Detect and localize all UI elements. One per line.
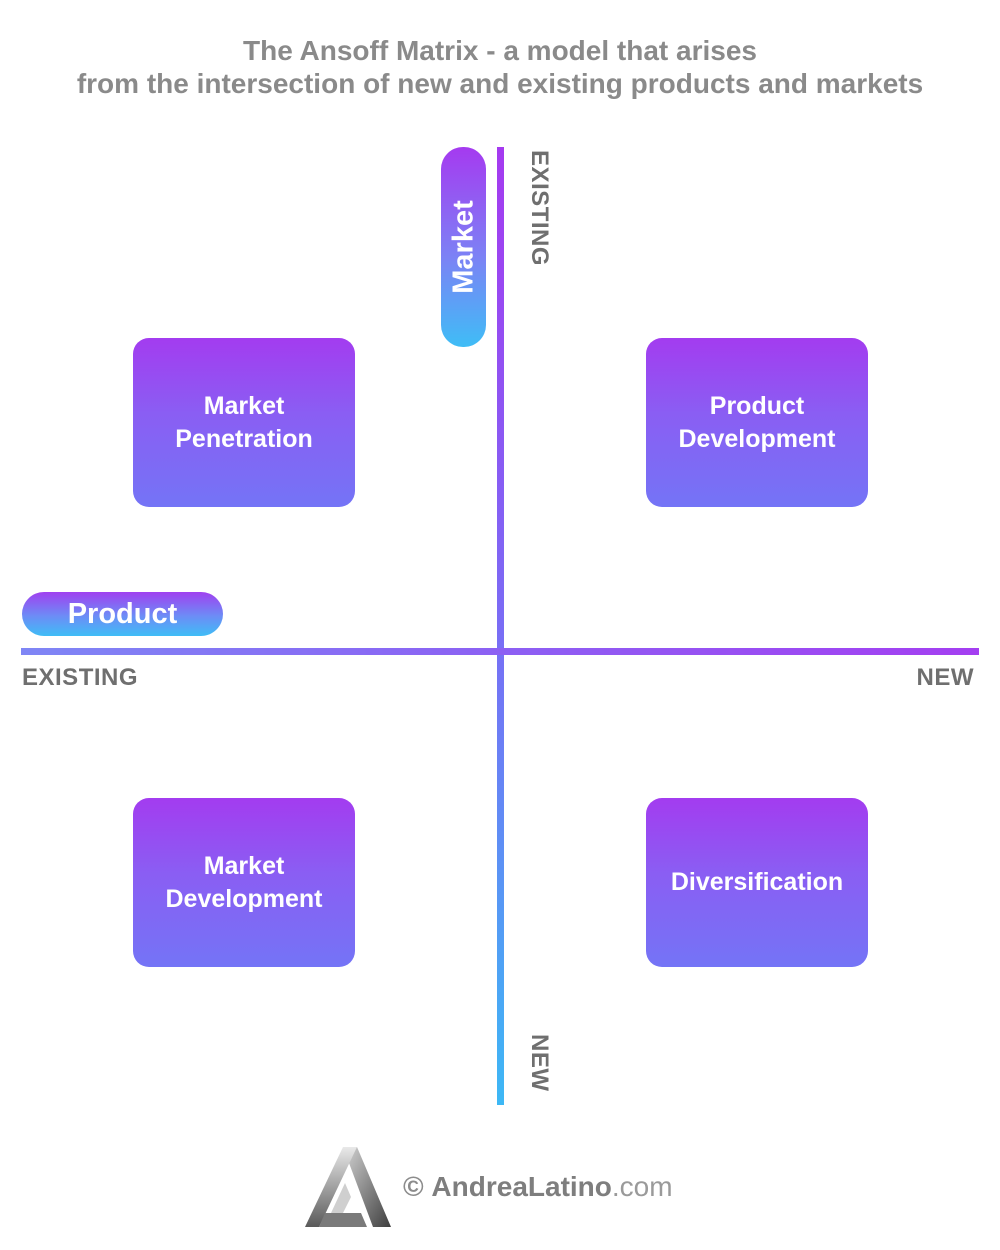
title-line-2: from the intersection of new and existin… [76, 68, 924, 99]
quadrant-market-development: Market Development [133, 798, 355, 967]
product-axis-pill: Product [22, 592, 223, 636]
market-new-label: NEW [526, 1034, 553, 1092]
horizontal-axis-product [21, 648, 979, 655]
product-axis-label: Product [67, 597, 178, 630]
quadrant-label-line: Product [709, 391, 805, 420]
footer-brand: AndreaLatino [431, 1171, 612, 1202]
product-existing-label: EXISTING [22, 664, 139, 691]
market-axis-pill: Market [441, 147, 486, 347]
copyright-symbol: © [403, 1171, 424, 1202]
quadrant-label-line: Market [203, 851, 285, 880]
page-title: The Ansoff Matrix - a model that arises … [0, 34, 1000, 100]
market-existing-label: EXISTING [526, 150, 553, 267]
triangle-a-logo-icon [305, 1147, 391, 1227]
product-new-label: NEW [916, 664, 974, 691]
quadrant-label-line: Development [165, 884, 323, 913]
quadrant-label-line: Diversification [670, 868, 844, 896]
footer-copyright: © AndreaLatino.com [403, 1171, 673, 1203]
quadrant-label-line: Penetration [175, 424, 313, 453]
quadrant-diversification: Diversification [646, 798, 868, 967]
vertical-axis-market [497, 147, 504, 1105]
quadrant-product-development: Product Development [646, 338, 868, 507]
title-line-1: The Ansoff Matrix - a model that arises [243, 35, 757, 66]
footer-domain: .com [611, 1171, 673, 1202]
quadrant-market-penetration: Market Penetration [133, 338, 355, 507]
quadrant-label-line: Development [678, 424, 836, 453]
market-axis-label: Market [447, 200, 479, 294]
quadrant-label-line: Market [203, 391, 285, 420]
